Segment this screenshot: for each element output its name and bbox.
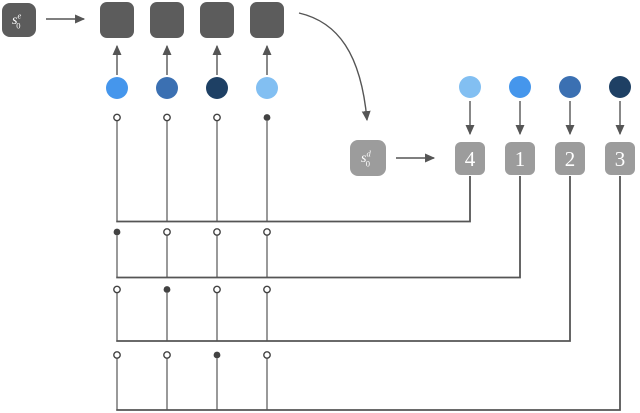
decoder-output-number-1: 4: [465, 147, 476, 171]
attention-row-4-dot-4: [263, 351, 271, 359]
attention-row-4-dot-1: [113, 351, 121, 359]
input-value-circle-4: [256, 77, 278, 99]
attention-row-4-selected-dot: [213, 351, 221, 359]
attention-row-3-selected-dot: [163, 286, 171, 293]
encoder-to-decoder-arrow-icon: [298, 12, 371, 122]
attention-row-2-dot-2: [163, 228, 171, 236]
decoder-initial-state-box: [350, 140, 386, 176]
attention-row-2-rail: [116, 176, 521, 279]
encoder-initial-state-box: [2, 3, 36, 37]
decoder-output-number-4: 3: [615, 147, 626, 171]
encoder-unit-3: [200, 2, 234, 38]
decoder-output-box-4: [605, 142, 635, 175]
attention-row-1-dot-3: [213, 113, 221, 122]
decoder-output-box-3: [555, 142, 585, 175]
attention-row-3-dot-1: [113, 285, 121, 294]
attention-row-3-rail: [116, 176, 571, 342]
input-value-circle-1: [106, 77, 128, 99]
attention-row-3-dot-4: [263, 285, 271, 294]
attention-row-4-dot-2: [163, 351, 171, 359]
attention-row-3-dot-3: [213, 285, 221, 294]
attention-row-1-dot-1: [113, 113, 121, 122]
attention-row-2-selected-dot: [113, 228, 121, 236]
decoder-output-box-2: [505, 142, 535, 175]
encoder-unit-4: [250, 2, 284, 38]
decoder-output-number-3: 2: [565, 147, 576, 171]
input-value-circle-3: [206, 77, 228, 99]
decoder-output-box-1: [455, 142, 485, 175]
input-value-circle-2: [156, 77, 178, 99]
attention-row-4-rail: [116, 176, 621, 411]
encoder-unit-2: [150, 2, 184, 38]
attention-row-1-rail: [116, 176, 471, 223]
attention-row-1-dot-2: [163, 113, 171, 122]
decoder-output-number-2: 1: [515, 147, 526, 171]
output-value-circle-1: [459, 76, 481, 98]
attention-row-1-selected-dot: [263, 114, 271, 121]
output-value-circle-4: [609, 76, 631, 98]
output-value-circle-2: [509, 76, 531, 98]
encoder-unit-1: [100, 2, 134, 38]
output-value-circle-3: [559, 76, 581, 98]
attention-row-2-dot-4: [263, 228, 271, 236]
attention-row-2-dot-3: [213, 228, 221, 236]
